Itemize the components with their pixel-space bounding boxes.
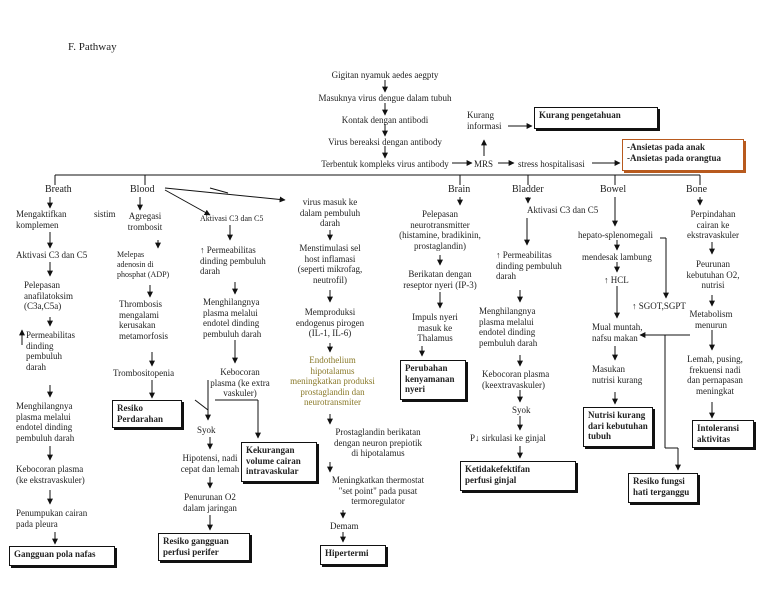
node-kompleks-virus: Terbentuk kompleks virus antibody (321, 159, 449, 169)
blood-menghilangnya: Menghilangnya plasma melalui endotel din… (203, 297, 262, 339)
bowel-hcl: ↑ HCL (604, 275, 629, 285)
breath-aktivasi: Aktivasi C3 dan C5 (16, 250, 88, 260)
bone-peurunan: Peurunan kebutuhan O2, nutrisi (686, 259, 740, 290)
breath-mengaktifkan: Mengaktifkan komplemen (16, 209, 67, 230)
dx-nutrisi-kurang: Nutrisi kurang dari kebutuhan tubuh (583, 407, 653, 447)
blood-melepas-adp: Melepas adenosin di phosphat (ADP) (117, 250, 170, 279)
bowel-mual-muntah: Mual muntah, nafsu makan (592, 322, 643, 343)
virus-endothelium: Endothelium hipotalamus meningkatkan pro… (290, 355, 375, 407)
dx-kekurangan-volume-cairan: Kekurangan volume cairan intravaskular (241, 442, 317, 482)
virus-demam: Demam (330, 521, 359, 531)
breath-kebocoran: Kebocoran plasma (ke ekstravaskuler) (16, 464, 85, 485)
blood-agregasi: Agregasi trombosit (127, 211, 163, 232)
blood-penurunan-o2: Penurunan O2 dalam jaringan (183, 492, 237, 513)
brain-impuls-nyeri: Impuls nyeri masuk ke Thalamus (412, 312, 458, 343)
bladder-menghilangnya: Menghilangnya plasma melalui endotel din… (479, 306, 538, 348)
virus-prostaglandin: Prostaglandin berikatan dengan neuron pr… (334, 427, 422, 458)
dx-perubahan-kenyamanan: Perubahan kenyamanan nyeri (400, 360, 466, 400)
dx-resiko-perdarahan: Resiko Perdarahan (112, 400, 182, 428)
bone-lemah: Lemah, pusing, frekuensi nadi dan pernap… (687, 354, 743, 396)
bone-perpindahan: Perpindahan cairan ke ekstravaskuler (687, 209, 739, 240)
blood-trombositopenia: Trombositopenia (113, 368, 175, 378)
dx-resiko-fungsi-hati: Resiko fungsi hati terganggu (628, 473, 698, 503)
page-heading: F. Pathway (68, 41, 117, 53)
bowel-masukan-nutrisi: Masukan nutrisi kurang (592, 364, 643, 385)
dx-gangguan-pola-nafas: Gangguan pola nafas (9, 546, 115, 566)
dx-hipertermi: Hipertermi (320, 545, 386, 565)
header-bone: Bone (686, 184, 708, 195)
bladder-syok: Syok (512, 405, 531, 415)
bladder-kebocoran: Kebocoran plasma (keextravaskuler) (482, 369, 550, 390)
node-mrs: MRS (474, 159, 494, 169)
node-kontak-antibodi: Kontak dengan antibodi (341, 115, 429, 125)
bladder-aktivasi: Aktivasi C3 dan C5 (527, 205, 599, 215)
breath-menghilangnya: Menghilangnya plasma melalui endotel din… (16, 401, 75, 443)
blood-permeabilitas: ↑ Permeabilitas dinding pembuluh darah (200, 245, 266, 276)
virus-meningkatkan-thermostat: Meningkatkan thermostat "set point" pada… (331, 475, 425, 506)
brain-berikatan: Berikatan dengan reseptor nyeri (IP-3) (403, 269, 477, 290)
dx-resiko-gangguan-perfusi: Resiko gangguan perfusi perifer (158, 533, 250, 561)
node-stress-hospitalisasi: stress hospitalisasi (518, 159, 585, 169)
node-virus-bereaksi: Virus bereaksi dengan antibody (328, 137, 442, 147)
header-bladder: Bladder (512, 184, 544, 195)
node-masuknya-virus: Masuknya virus dengue dalam tubuh (318, 93, 452, 103)
brain-pelepasan: Pelepasan neurotransmitter (histamine, b… (399, 209, 481, 251)
breath-permeabilitas: Permeabilitas dinding pembuluh darah (26, 330, 75, 372)
bone-metabolism: Metabolism menurun (689, 309, 733, 330)
bladder-sirkulasi-ginjal: P↓ sirkulasi ke ginjal (470, 433, 546, 443)
blood-thrombosis: Thrombosis mengalami kerusakan metamorfo… (119, 299, 168, 341)
bowel-hepato-splenomegali: hepato-splenomegali (578, 230, 653, 240)
node-gigitan: Gigitan nyamuk aedes aegpty (331, 70, 439, 80)
node-kurang-informasi: Kurang informasi (467, 110, 502, 131)
dx-ketidakefektifan-perfusi-ginjal: Ketidakefektifan perfusi ginjal (460, 461, 576, 491)
bowel-mendesak-lambung: mendesak lambung (582, 252, 652, 262)
dx-kurang-pengetahuan: Kurang pengetahuan (534, 107, 658, 129)
dx-ansietas: -Ansietas pada anak -Ansietas pada orang… (622, 139, 744, 171)
header-blood: Blood (130, 184, 155, 195)
bladder-permeabilitas: ↑ Permeabilitas dinding pembuluh darah (496, 250, 562, 281)
blood-syok: Syok (197, 425, 216, 435)
breath-penumpukan: Penumpukan cairan pada pleura (16, 508, 88, 529)
virus-menstimulasi: Menstimulasi sel host inflamasi (seperti… (297, 243, 363, 285)
blood-aktivasi-c3-c5: Aktivasi C3 dan C5 (200, 214, 264, 223)
dx-intoleransi-aktivitas: Intoleransi aktivitas (692, 420, 754, 448)
virus-masuk: virus masuk ke dalam pembuluh darah (299, 197, 361, 228)
blood-hipotensi: Hipotensi, nadi cepat dan lemah (180, 453, 240, 474)
blood-kebocoran: Kebocoran plasma (ke extra vaskuler) (210, 367, 270, 398)
header-breath: Breath (45, 184, 72, 195)
bowel-sgot-sgpt: ↑ SGOT,SGPT (632, 301, 686, 311)
header-brain: Brain (448, 184, 471, 195)
breath-sistim: sistim (94, 209, 116, 219)
breath-pelepasan: Pelepasan anafilatoksim (C3a,C5a) (24, 280, 73, 311)
virus-memproduksi: Memproduksi endogenus pirogen (IL-1, IL-… (295, 307, 365, 338)
header-bowel: Bowel (600, 184, 627, 195)
